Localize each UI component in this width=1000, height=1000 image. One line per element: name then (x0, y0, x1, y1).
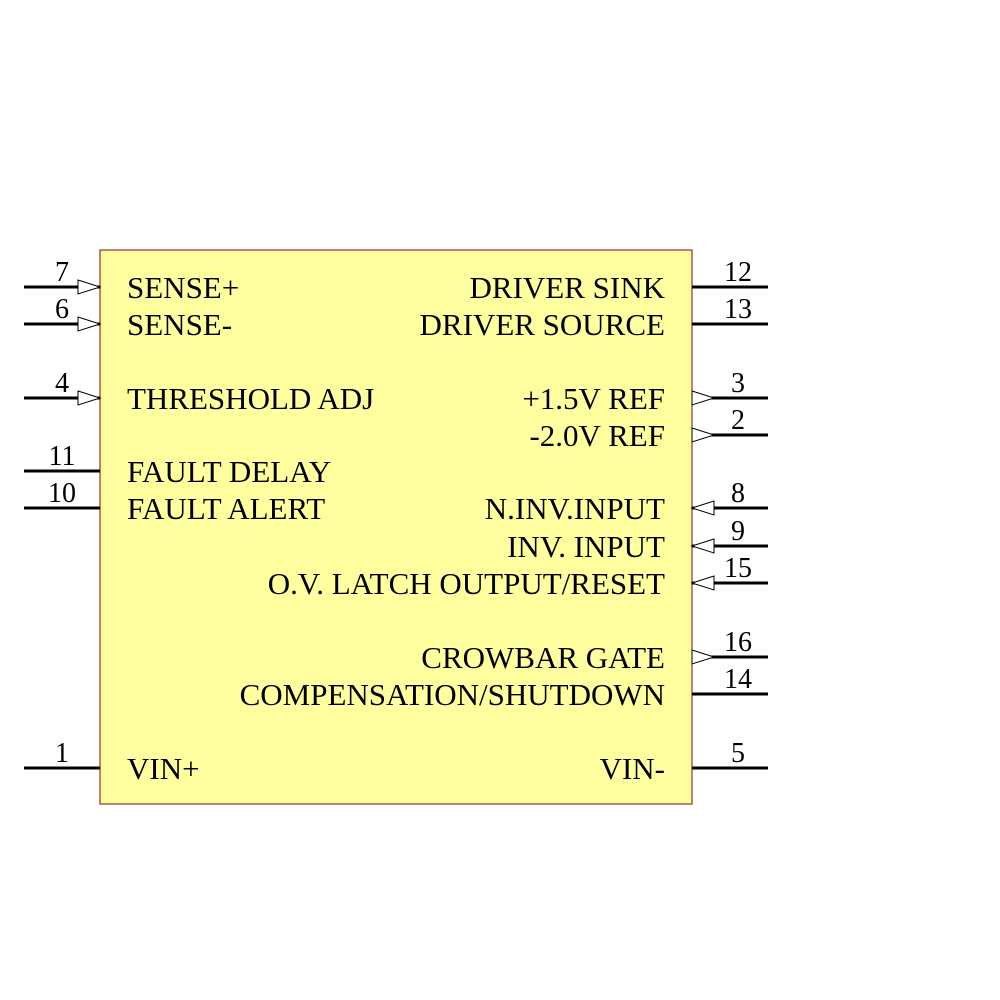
pin-label: THRESHOLD ADJ (127, 381, 374, 416)
ic-body (99, 249, 693, 805)
pin-13-driver-source: 13 DRIVER SOURCE (420, 294, 768, 342)
pin-number: 14 (724, 664, 752, 695)
input-arrow-icon (690, 575, 715, 591)
pin-10-fault-alert: 10 FAULT ALERT (24, 478, 325, 526)
pin-number: 15 (724, 553, 752, 584)
pin-number: 3 (731, 368, 745, 399)
pin-number: 7 (55, 257, 69, 288)
pin-label: DRIVER SOURCE (420, 307, 665, 342)
pin-3-1-5v-ref: 3 +1.5V REF (522, 368, 768, 416)
pin-label: -2.0V REF (529, 418, 665, 453)
pin-label: SENSE- (127, 307, 232, 342)
pin-number: 9 (731, 516, 745, 547)
pin-label: DRIVER SINK (470, 270, 666, 305)
output-arrow-icon (691, 427, 716, 443)
pin-number: 10 (48, 478, 76, 509)
pin-label: VIN+ (127, 751, 200, 786)
output-arrow-icon (691, 390, 716, 406)
pin-5-vin: 5 VIN- (600, 738, 768, 786)
pin-label: O.V. LATCH OUTPUT/RESET (268, 566, 665, 601)
pin-number: 6 (55, 294, 69, 325)
pin-number: 1 (55, 738, 69, 769)
pin-number: 16 (724, 627, 752, 658)
pin-2-2-0v-ref: 2 -2.0V REF (529, 405, 768, 453)
pin-label: FAULT DELAY (127, 454, 331, 489)
pin-number: 4 (55, 368, 69, 399)
pin-number: 13 (724, 294, 752, 325)
pin-number: 8 (731, 478, 745, 509)
pin-1-vin: 1 VIN+ (24, 738, 200, 786)
pin-6-sense: 6 SENSE- (24, 294, 232, 342)
pin-label: FAULT ALERT (127, 491, 325, 526)
pin-4-threshold-adj: 4 THRESHOLD ADJ (24, 368, 374, 416)
left-pin-group: 7 SENSE+ 6 SENSE- 4 THRESHOLD ADJ 11 FAULT DELA… (24, 257, 374, 786)
pin-label: +1.5V REF (522, 381, 665, 416)
input-arrow-icon (690, 538, 715, 554)
input-arrow-icon (77, 390, 102, 406)
pin-15-o-v-latch-output-reset: 15 O.V. LATCH OUTPUT/RESET (268, 553, 768, 601)
pin-label: SENSE+ (127, 270, 239, 305)
right-pin-group: 12 DRIVER SINK 13 DRIVER SOURCE 3 +1.5V REF 2 -… (240, 257, 768, 786)
input-arrow-icon (77, 279, 102, 295)
pin-number: 12 (724, 257, 752, 288)
pin-16-crowbar-gate: 16 CROWBAR GATE (421, 627, 768, 675)
input-arrow-icon (690, 500, 715, 516)
input-arrow-icon (77, 316, 102, 332)
pin-label: N.INV.INPUT (485, 491, 665, 526)
pin-label: COMPENSATION/SHUTDOWN (240, 677, 665, 712)
pin-label: VIN- (600, 751, 665, 786)
pin-12-driver-sink: 12 DRIVER SINK (470, 257, 768, 305)
pin-8-n-inv-input: 8 N.INV.INPUT (485, 478, 768, 526)
pin-7-sense: 7 SENSE+ (24, 257, 239, 305)
pin-11-fault-delay: 11 FAULT DELAY (24, 441, 331, 489)
pin-9-inv-input: 9 INV. INPUT (507, 516, 768, 564)
pin-number: 11 (49, 441, 76, 472)
pin-number: 2 (731, 405, 745, 436)
pin-label: CROWBAR GATE (421, 640, 665, 675)
pin-number: 5 (731, 738, 745, 769)
pin-label: INV. INPUT (507, 529, 665, 564)
pin-14-compensation-shutdown: 14 COMPENSATION/SHUTDOWN (240, 664, 768, 712)
output-arrow-icon (691, 649, 716, 665)
